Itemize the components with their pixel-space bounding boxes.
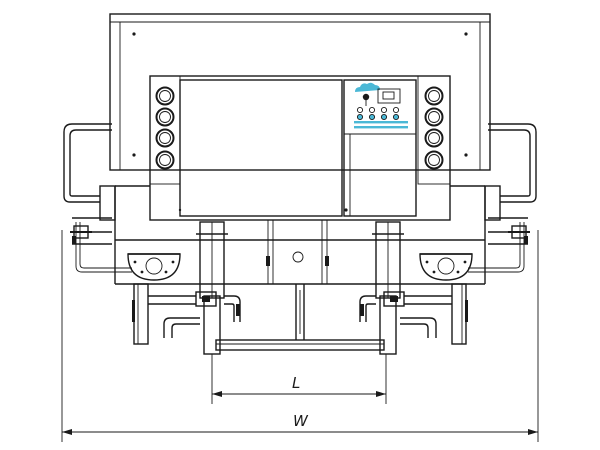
sight-glass-icon — [292, 251, 304, 263]
control-button-icon — [356, 113, 364, 121]
indicator-bar — [354, 121, 408, 124]
support-legs — [196, 221, 404, 355]
control-button-icon — [380, 106, 388, 114]
gauge-icon — [424, 128, 444, 148]
control-button-icon — [368, 113, 376, 121]
right-vessel-head — [419, 253, 473, 281]
left-pipework — [63, 123, 132, 273]
length-label: L — [292, 374, 300, 392]
right-gauges — [424, 86, 444, 170]
lower-frame — [114, 185, 486, 285]
control-button-icon — [380, 113, 388, 121]
right-pipework — [468, 123, 537, 273]
control-button-icon — [368, 106, 376, 114]
dimension-W: W — [61, 230, 539, 442]
gauge-icon — [155, 128, 175, 148]
gauge-icon — [424, 150, 444, 170]
cloud-icon — [355, 82, 380, 92]
key-switch-icon — [362, 93, 370, 101]
upper-housing — [109, 13, 491, 171]
control-panel — [343, 79, 417, 217]
left-gauges — [155, 86, 175, 170]
gauge-icon — [424, 86, 444, 106]
gauge-icon — [424, 107, 444, 127]
valve-icon — [383, 291, 405, 307]
indicator-bar — [354, 126, 408, 129]
control-button-icon — [392, 106, 400, 114]
left-lower-pipe — [132, 283, 241, 345]
right-lower-pipe — [359, 283, 468, 345]
width-label: W — [293, 412, 309, 430]
gauge-icon — [155, 150, 175, 170]
control-button-icon — [392, 113, 400, 121]
valve-icon — [195, 291, 217, 307]
left-vessel-head — [127, 253, 181, 281]
dimension-L: L — [211, 354, 387, 404]
control-details — [354, 82, 408, 129]
gauge-icon — [155, 86, 175, 106]
main-cabinet — [149, 75, 451, 221]
display-screen — [377, 88, 401, 104]
button-grid — [356, 106, 400, 121]
gauge-icon — [155, 107, 175, 127]
access-panel — [179, 79, 343, 217]
control-button-icon — [356, 106, 364, 114]
